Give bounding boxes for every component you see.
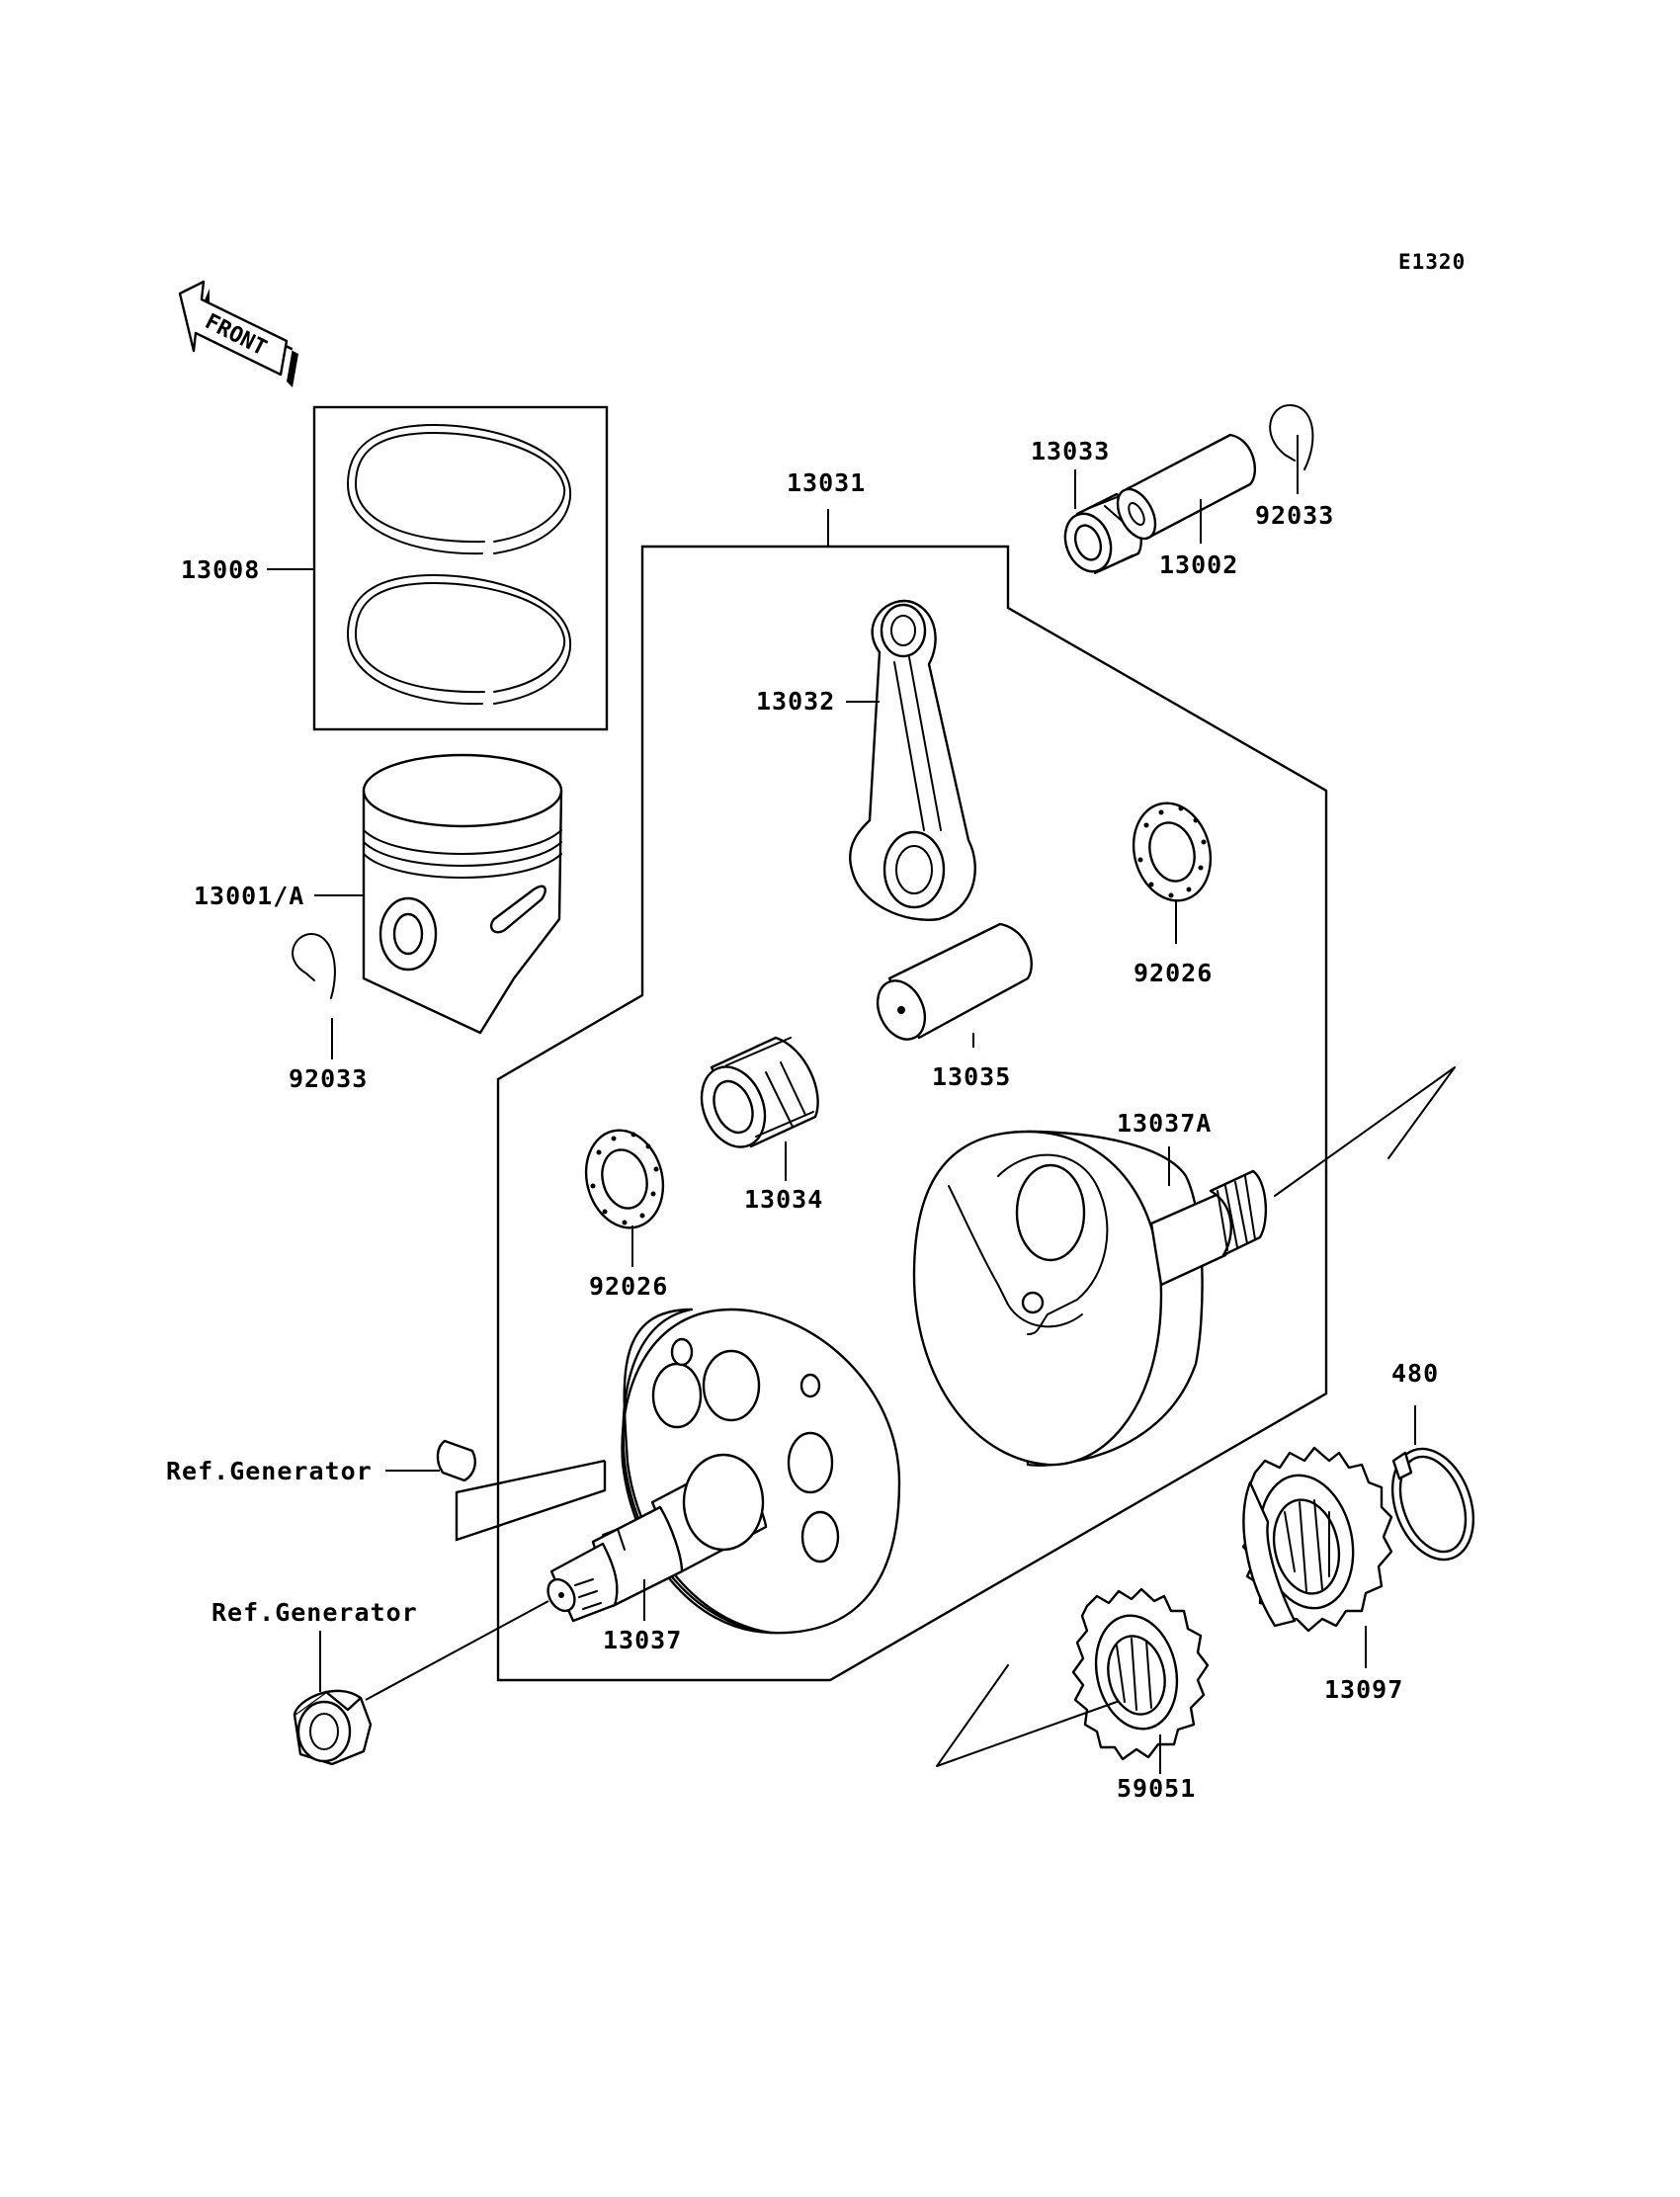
thrust-washer-92026-left bbox=[584, 1129, 665, 1229]
crank-pin-13035 bbox=[876, 922, 1033, 1041]
label-13031: 13031 bbox=[787, 468, 866, 497]
label-59051: 59051 bbox=[1117, 1774, 1196, 1803]
label-13008: 13008 bbox=[181, 555, 260, 584]
label-13001A: 13001/A bbox=[194, 882, 304, 910]
label-480: 480 bbox=[1391, 1359, 1439, 1388]
label-92026-left: 92026 bbox=[589, 1272, 668, 1301]
label-92033-right: 92033 bbox=[1255, 501, 1334, 530]
circlip-92033-left bbox=[292, 933, 336, 999]
circlip-92033-right bbox=[1269, 404, 1314, 470]
flange-nut bbox=[293, 1689, 373, 1766]
label-92033-left: 92033 bbox=[289, 1064, 368, 1093]
crankshaft-right-13037A bbox=[912, 1066, 1456, 1467]
label-13037A: 13037A bbox=[1117, 1109, 1212, 1138]
label-13037: 13037 bbox=[603, 1626, 682, 1654]
piston-pin-13002 bbox=[1116, 433, 1257, 541]
circlip-480 bbox=[1390, 1447, 1475, 1562]
crankshaft-left-13037 bbox=[365, 1308, 901, 1701]
needle-bearing-13034 bbox=[700, 1036, 819, 1148]
crankshaft-assembly-frame-13031 bbox=[496, 545, 1328, 1682]
gear-59051 bbox=[936, 1587, 1210, 1767]
key-frame bbox=[455, 1459, 607, 1542]
label-92026-right: 92026 bbox=[1134, 959, 1213, 987]
woodruff-key bbox=[436, 1439, 476, 1482]
label-ref-generator-nut: Ref.Generator bbox=[211, 1598, 418, 1627]
label-13035: 13035 bbox=[932, 1062, 1011, 1091]
label-13032: 13032 bbox=[756, 687, 835, 716]
gear-13097 bbox=[1241, 1446, 1393, 1633]
thrust-washer-92026-right bbox=[1132, 802, 1213, 902]
label-13002: 13002 bbox=[1159, 550, 1238, 579]
label-13097: 13097 bbox=[1324, 1675, 1403, 1704]
label-ref-generator-key: Ref.Generator bbox=[166, 1457, 373, 1485]
label-13034: 13034 bbox=[744, 1185, 823, 1214]
piston-rings-13008 bbox=[312, 405, 609, 731]
front-arrow-icon: FRONT bbox=[178, 280, 298, 387]
piston-13001A bbox=[362, 753, 563, 1035]
diagram-code: E1320 bbox=[1398, 250, 1466, 274]
leader-lines bbox=[267, 435, 1416, 1774]
label-13033: 13033 bbox=[1031, 437, 1110, 465]
connecting-rod-13032 bbox=[849, 600, 976, 921]
